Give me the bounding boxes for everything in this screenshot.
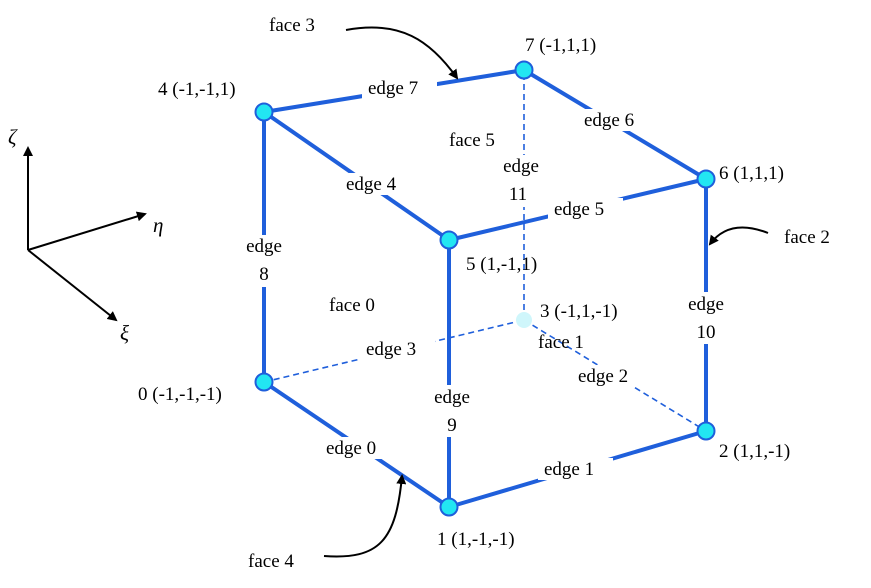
edge-6-label: edge 6 [584, 110, 634, 131]
vertex-3-node [516, 312, 532, 328]
vertex-2-label: 2 (1,1,-1) [719, 441, 790, 462]
eta-axis [27, 211, 147, 251]
vertex-4-label: 4 (-1,-1,1) [158, 79, 236, 100]
edge-10-label-word: edge [688, 294, 724, 315]
vertex-1-node [439, 497, 459, 517]
edge-0-label: edge 0 [326, 438, 376, 459]
face-2-arrow [708, 226, 769, 246]
xi-axis-label: ξ [120, 321, 129, 345]
vertex-5-node [439, 230, 459, 250]
vertex-4-node [254, 102, 274, 122]
edge-11-label-word: edge [503, 156, 539, 177]
edge-5-label: edge 5 [554, 199, 604, 220]
vertex-3-label: 3 (-1,1,-1) [540, 301, 618, 322]
face-5-label: face 5 [449, 130, 495, 151]
vertex-nodes [254, 60, 716, 517]
vertex-5-label: 5 (1,-1,1) [466, 254, 537, 275]
vertex-0-label: 0 (-1,-1,-1) [138, 384, 222, 405]
vertex-2-node [696, 421, 716, 441]
edge-11-label-number: 11 [509, 184, 527, 205]
edge-2-line [523, 319, 707, 432]
edge-labels: edge 0 edge 1 edge 2 edge 3 edge 4 edge … [246, 78, 724, 480]
edge-label-backgrounds [238, 77, 736, 480]
edge-9-label-word: edge [434, 387, 470, 408]
edge-8-label-number: 8 [259, 264, 269, 285]
zeta-axis-label: ζ [8, 125, 18, 149]
face-3-arrow [345, 26, 459, 80]
edge-7-label: edge 7 [368, 78, 418, 99]
vertex-6-node [696, 169, 716, 189]
face-3-label: face 3 [269, 15, 315, 36]
vertex-7-label: 7 (-1,1,1) [525, 35, 596, 56]
vertex-0-node [254, 372, 274, 392]
face-arrows [323, 26, 769, 558]
edge-2-label: edge 2 [578, 366, 628, 387]
axis-triad: ζ η ξ [8, 125, 163, 345]
edge-8-label-word: edge [246, 236, 282, 257]
edge-9-label-number: 9 [447, 415, 457, 436]
face-2-label: face 2 [784, 227, 830, 248]
edge-10-label-number: 10 [697, 322, 716, 343]
face-1-label: face 1 [538, 332, 584, 353]
eta-axis-label: η [153, 213, 163, 237]
face-4-label: face 4 [248, 551, 294, 572]
face-4-arrow [323, 474, 407, 558]
face-0-label: face 0 [329, 295, 375, 316]
edge-3-label: edge 3 [366, 339, 416, 360]
edge-4-label: edge 4 [346, 174, 397, 195]
vertex-labels: 0 (-1,-1,-1) 1 (1,-1,-1) 2 (1,1,-1) 3 (-… [138, 35, 790, 550]
xi-axis [27, 249, 118, 322]
vertex-1-label: 1 (1,-1,-1) [437, 529, 515, 550]
edge-1-label: edge 1 [544, 459, 594, 480]
face-labels: face 0 face 1 face 2 face 3 face 4 face … [248, 15, 830, 572]
vertex-6-label: 6 (1,1,1) [719, 163, 784, 184]
vertex-7-node [514, 60, 534, 80]
